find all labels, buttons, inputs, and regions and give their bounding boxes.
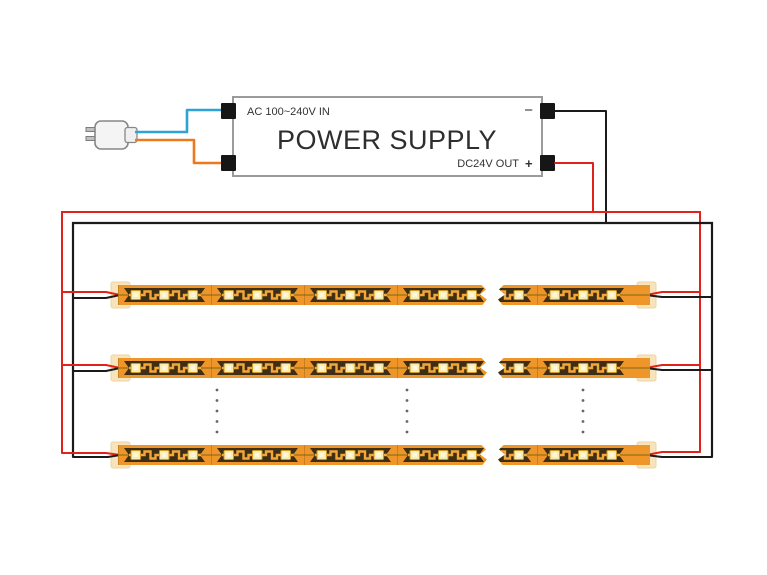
terminal-dc-negative <box>540 103 555 119</box>
feed-wire-red <box>61 452 121 456</box>
ac-wire-orange <box>135 138 221 165</box>
led-strip-row <box>61 281 713 309</box>
terminal-dc-positive <box>540 155 555 171</box>
feed-wire-black <box>645 454 713 458</box>
psu-input-label: AC 100~240V IN <box>247 106 330 118</box>
dc-wire-negative <box>554 110 607 224</box>
plug-neck <box>124 126 138 144</box>
feed-wire-black <box>645 294 713 298</box>
psu-title: POWER SUPPLY <box>277 125 497 155</box>
feed-wire-red <box>645 291 701 296</box>
power-supply-box <box>232 96 543 177</box>
dc-wire-positive <box>554 162 594 213</box>
feed-wire-red <box>645 451 701 456</box>
psu-minus-label: − <box>524 102 533 119</box>
led-strip-row <box>61 441 713 469</box>
continuation-dots <box>215 388 585 434</box>
psu-plus-label: + <box>525 156 533 171</box>
bus-positive-red <box>61 211 701 453</box>
led-strip-row <box>61 354 713 382</box>
ac-wire-blue <box>135 108 221 134</box>
led-strip <box>118 285 491 306</box>
feed-wire-red <box>645 364 701 369</box>
ac-plug <box>85 120 138 150</box>
feed-wire-black <box>72 367 121 372</box>
feed-wire-red <box>61 364 121 369</box>
bus-negative-black <box>71 221 714 457</box>
led-strip <box>118 445 491 466</box>
led-strip <box>118 358 491 379</box>
terminal-ac-top <box>221 103 236 119</box>
feed-wire-black <box>72 454 121 458</box>
feed-wire-red <box>61 291 121 296</box>
feed-wire-black <box>645 367 713 371</box>
psu-output-label: DC24V OUT <box>457 158 519 170</box>
terminal-ac-bottom <box>221 155 236 171</box>
plug-body <box>94 120 129 150</box>
feed-wire-black <box>72 294 121 299</box>
